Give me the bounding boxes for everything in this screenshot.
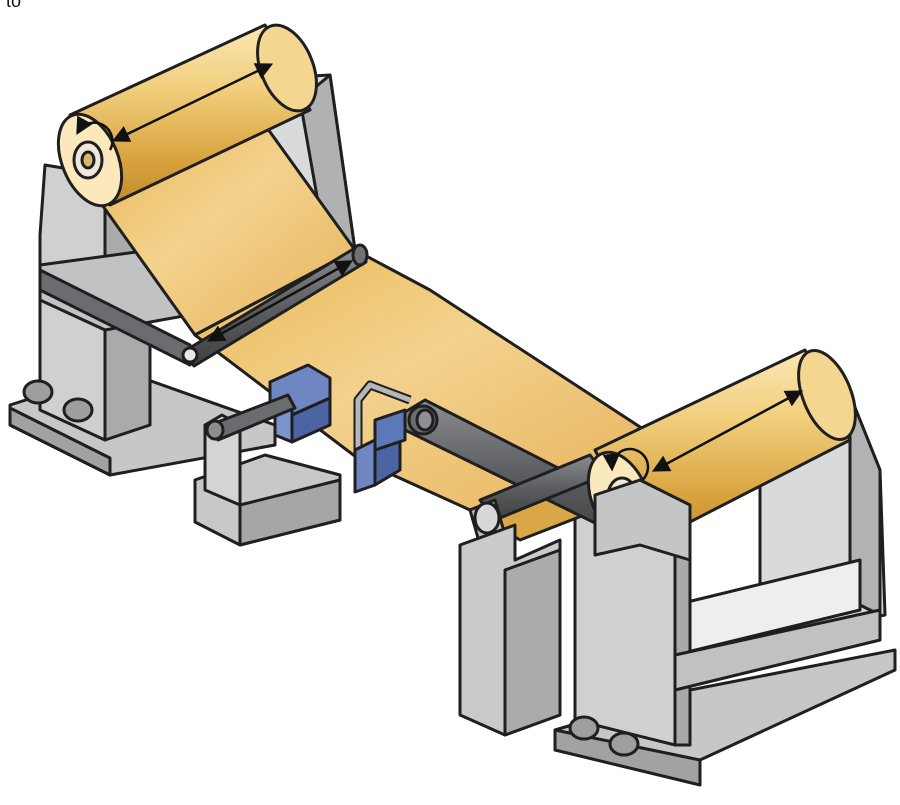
rewind-stand-front-pillar	[593, 478, 692, 562]
guide-roller-arrow	[206, 260, 354, 342]
idler-roller	[468, 453, 607, 547]
unwind-rotation-arrow	[76, 115, 114, 151]
edge-sensor	[353, 380, 412, 494]
cropped-caption-text: to	[6, 0, 22, 11]
adjustment-knob	[22, 379, 94, 423]
tension-control-box	[458, 523, 562, 737]
rewind-rotation-arrow	[602, 447, 650, 484]
actuator-box	[193, 393, 342, 547]
rewind-roll-width-arrow	[651, 390, 804, 472]
adjustment-knob	[568, 715, 640, 757]
unwind-roll-width-arrow	[111, 63, 274, 142]
